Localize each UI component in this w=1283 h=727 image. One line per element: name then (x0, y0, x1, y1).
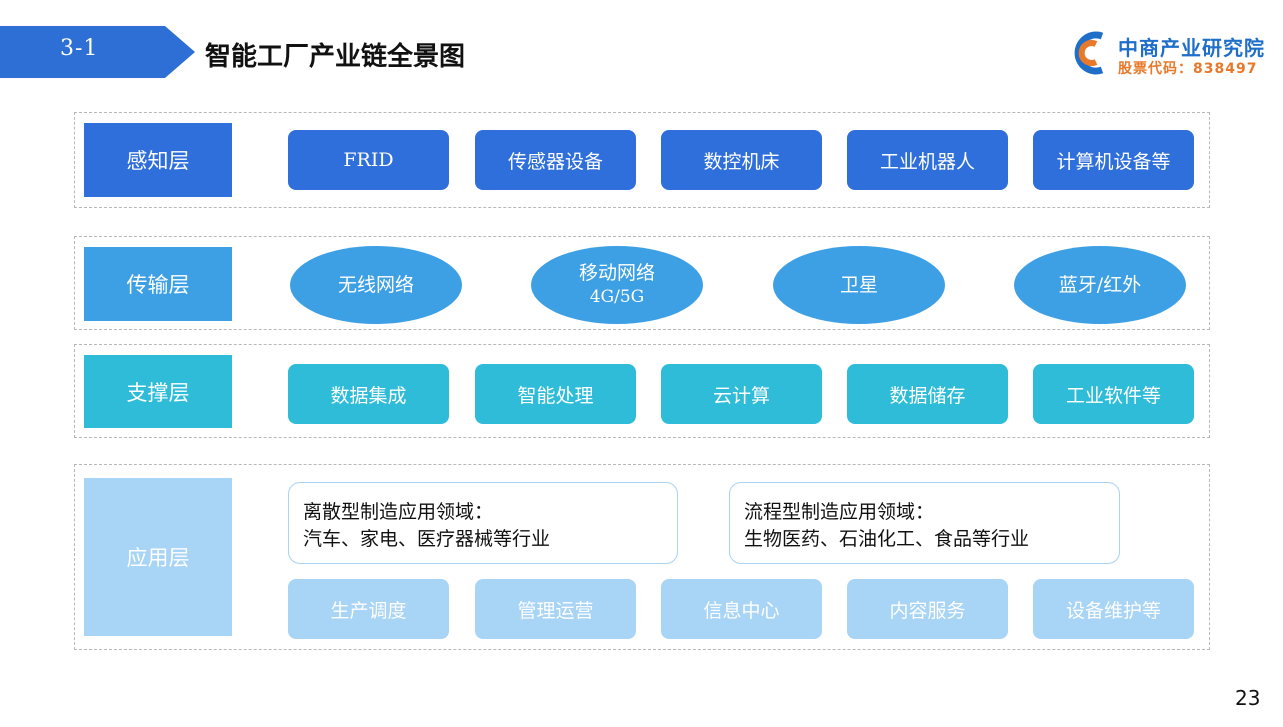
support-item: 数据集成 (288, 364, 449, 424)
transmission-item-line1: 无线网络 (337, 274, 414, 296)
process-manufacturing-box: 流程型制造应用领域： 生物医药、石油化工、食品等行业 (729, 482, 1120, 564)
application-item: 设备维护等 (1033, 579, 1194, 639)
perception-item: 工业机器人 (847, 130, 1008, 190)
perception-item: 数控机床 (661, 130, 822, 190)
support-item: 工业软件等 (1033, 364, 1194, 424)
logo-name: 中商产业研究院 (1118, 36, 1265, 60)
section-badge: 3-1 (0, 26, 195, 78)
support-item: 云计算 (661, 364, 822, 424)
transmission-item-line1: 蓝牙/红外 (1058, 274, 1142, 296)
application-layer-label: 应用层 (84, 478, 232, 636)
section-number: 3-1 (60, 36, 99, 61)
perception-item: 传感器设备 (475, 130, 636, 190)
page-title: 智能工厂产业链全景图 (205, 42, 466, 72)
transmission-item: 蓝牙/红外 (1014, 246, 1186, 324)
transmission-item-line2: 4G/5G (589, 287, 645, 307)
support-layer-frame (74, 344, 1210, 438)
page-number: 23 (1235, 686, 1261, 710)
application-item: 内容服务 (847, 579, 1008, 639)
discrete-manufacturing-box: 离散型制造应用领域： 汽车、家电、医疗器械等行业 (288, 482, 678, 564)
support-item: 智能处理 (475, 364, 636, 424)
support-layer-label: 支撑层 (84, 355, 232, 428)
application-item: 管理运营 (475, 579, 636, 639)
stock-code: 股票代码：838497 (1118, 61, 1258, 77)
transmission-item: 移动网络 4G/5G (531, 246, 703, 324)
transmission-layer-label: 传输层 (84, 247, 232, 321)
application-item: 信息中心 (661, 579, 822, 639)
transmission-layer-frame (74, 236, 1210, 330)
application-item: 生产调度 (288, 579, 449, 639)
transmission-item: 无线网络 (290, 246, 462, 324)
domain-text: 汽车、家电、医疗器械等行业 (303, 528, 551, 550)
perception-item: 计算机设备等 (1033, 130, 1194, 190)
domain-text: 生物医药、石油化工、食品等行业 (744, 528, 1030, 550)
support-item: 数据储存 (847, 364, 1008, 424)
application-layer-frame (74, 464, 1210, 650)
perception-item: FRID (288, 130, 449, 190)
domain-heading: 离散型制造应用领域： (303, 501, 494, 523)
company-logo: 中商产业研究院 股票代码：838497 (1072, 28, 1265, 80)
domain-heading: 流程型制造应用领域： (744, 501, 935, 523)
logo-mark-icon (1074, 31, 1104, 75)
perception-layer-label: 感知层 (84, 123, 232, 197)
transmission-item-line1: 卫星 (839, 274, 878, 296)
transmission-item: 卫星 (773, 246, 945, 324)
perception-layer-frame (74, 112, 1210, 208)
transmission-item-line1: 移动网络 (578, 262, 655, 284)
